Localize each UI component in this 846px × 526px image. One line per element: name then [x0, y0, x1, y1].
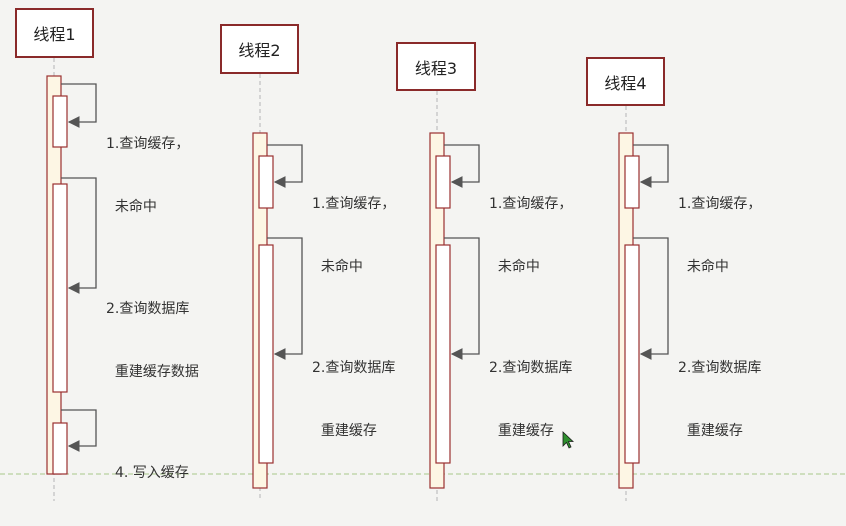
sequence-diagram: 线程1 线程2 线程3 线程4 1.查询缓存， 未命中 2.查询数据库 重建缓存… — [0, 8, 846, 501]
activation-thread-1-write-cache — [52, 422, 68, 475]
label-thread-3-query-cache: 1.查询缓存， 未命中 — [489, 196, 573, 275]
activation-thread-3-query-cache — [435, 155, 451, 209]
arrow-thread-3-query-db — [444, 237, 480, 360]
activation-thread-2-query-cache — [258, 155, 274, 209]
arrow-thread-4-query-cache — [633, 144, 669, 188]
label-thread-2-query-cache: 1.查询缓存， 未命中 — [312, 196, 396, 275]
diagram-canvas — [0, 58, 846, 501]
activation-thread-1-query-db — [52, 183, 68, 393]
activation-thread-3-query-db — [435, 244, 451, 464]
activation-thread-2-query-db — [258, 244, 274, 464]
lifeline-head-thread-3: 线程3 — [396, 42, 476, 91]
activation-thread-1-query-cache — [52, 95, 68, 148]
activation-thread-4-query-cache — [624, 155, 640, 209]
label-thread-3-query-db: 2.查询数据库 重建缓存 — [489, 360, 573, 439]
arrow-thread-1-write-cache — [61, 409, 97, 452]
lifeline-head-thread-1: 线程1 — [15, 8, 94, 58]
label-thread-1-query-db: 2.查询数据库 重建缓存数据 — [106, 301, 199, 380]
arrow-thread-4-query-db — [633, 237, 669, 360]
lifeline-head-thread-4: 线程4 — [586, 57, 665, 106]
label-thread-4-query-cache: 1.查询缓存， 未命中 — [678, 196, 762, 275]
label-thread-2-query-db: 2.查询数据库 重建缓存 — [312, 360, 396, 439]
arrow-thread-2-query-db — [267, 237, 303, 360]
mouse-cursor-icon — [562, 431, 575, 449]
arrow-thread-1-query-cache — [61, 83, 97, 128]
arrow-thread-1-query-db — [61, 177, 97, 294]
label-thread-1-query-cache: 1.查询缓存， 未命中 — [106, 136, 190, 215]
label-thread-4-query-db: 2.查询数据库 重建缓存 — [678, 360, 762, 439]
label-thread-1-write-cache: 4. 写入缓存 — [115, 465, 189, 481]
lifeline-head-thread-2: 线程2 — [220, 24, 299, 74]
arrow-thread-2-query-cache — [267, 144, 303, 188]
activation-thread-4-query-db — [624, 244, 640, 464]
arrow-thread-3-query-cache — [444, 144, 480, 188]
